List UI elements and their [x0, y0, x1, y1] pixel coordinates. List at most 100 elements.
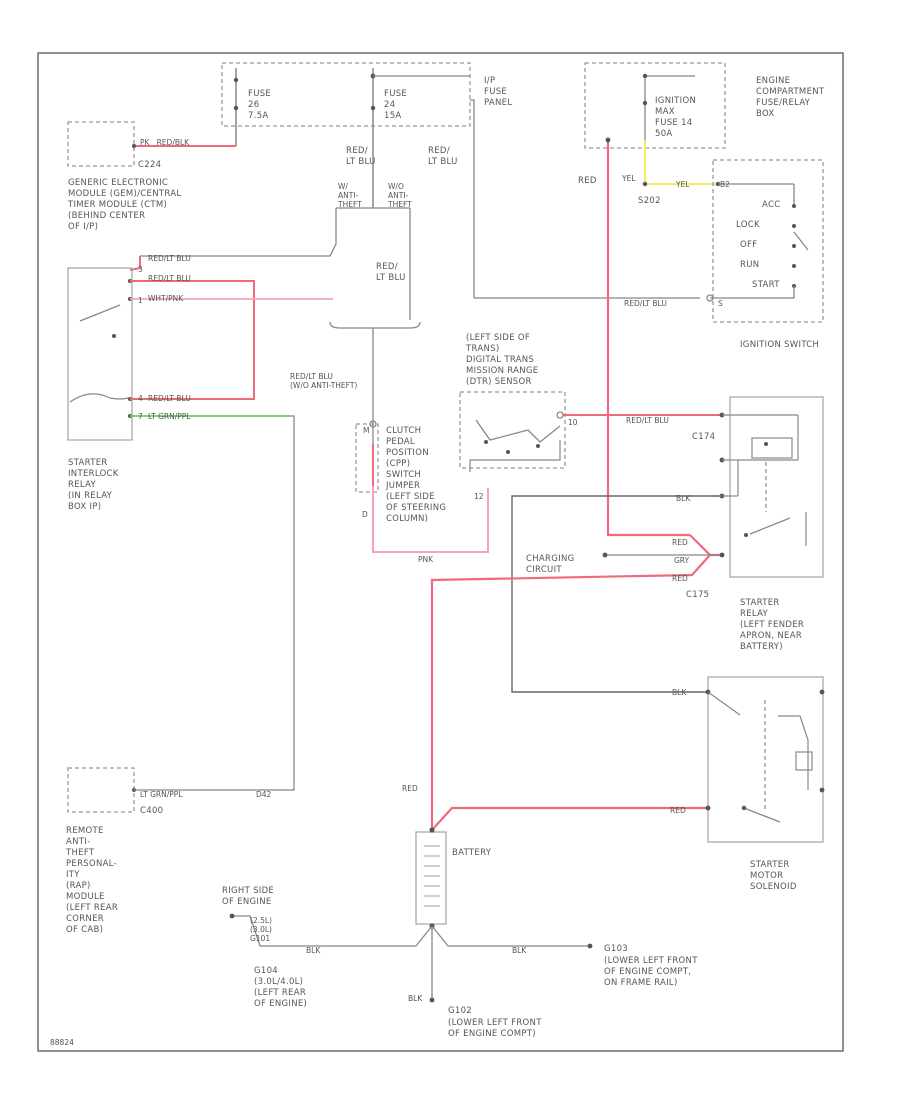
relay-coil: [751, 437, 793, 459]
gem-box: [67, 121, 135, 167]
relay-to-battery-red: [430, 554, 711, 830]
ground-g1-label: RIGHT SIDE OF ENGINE: [222, 886, 275, 907]
dtr-contact: [475, 419, 561, 443]
fuse-24-bot-dot: [370, 105, 376, 111]
interlock-pin-4: 4: [138, 394, 143, 403]
solenoid-wire-red: RED: [670, 806, 686, 815]
interlock-coil-dot: [112, 334, 116, 338]
main-red-feed: [606, 140, 690, 537]
battery-to-solenoid-red: [431, 806, 708, 831]
ground-g103-dot: [587, 943, 593, 949]
relay-wire-red-2: RED: [672, 574, 688, 583]
charging-dot: [602, 552, 608, 558]
relay-red-x1: [689, 534, 720, 557]
dtr-dot-2: [506, 450, 510, 454]
relay-red-dot: [719, 552, 725, 558]
solenoid-contact-dot: [741, 805, 747, 811]
interlock-feed-red: [129, 256, 141, 271]
gem-label: GENERIC ELECTRONIC MODULE (GEM)/CENTRAL …: [68, 178, 182, 232]
ip-wire-red-lt-blu-c: RED/ LT BLU: [376, 262, 406, 283]
ign-pos-acc: ACC: [762, 200, 781, 210]
ign-pin-s: S: [718, 299, 723, 308]
ground-g1-tag: (2.5L) (3.0L) G101: [250, 916, 272, 943]
relay-contact: [749, 517, 791, 535]
rap-module-label: REMOTE ANTI- THEFT PERSONAL- ITY (RAP) M…: [66, 826, 119, 935]
solenoid-motor: [795, 751, 813, 771]
w-anti-theft-route: [140, 222, 337, 257]
relay-wire-red-1: RED: [672, 538, 688, 547]
fuse-26-top-dot: [233, 77, 239, 83]
ign-pos-run: RUN: [740, 260, 760, 270]
ground-g3-label: (LOWER LEFT FRONT OF ENGINE COMPT, ON FR…: [604, 956, 698, 988]
relay-contact-dot: [744, 533, 748, 537]
interlock-wire-2: RED/LT BLU: [148, 274, 191, 283]
interlock-pin-1: 1: [138, 296, 143, 305]
interlock-red-loop: [130, 280, 255, 400]
s202-dot: [642, 181, 648, 187]
fuse-26-label: FUSE 26 7.5A: [248, 89, 272, 121]
ign-pin-b2: B2: [720, 180, 730, 189]
wo-anti-theft-label: W/O ANTI- THEFT: [388, 182, 412, 209]
ground-g103: [431, 925, 590, 947]
gem-pin: [132, 144, 136, 148]
starter-relay-box: [729, 396, 824, 578]
interlock-coil: [69, 393, 129, 403]
ground-g2-label: G104 (3.0L/4.0L) (LEFT REAR OF ENGINE): [254, 966, 308, 1009]
relay-wire-gry: GRY: [674, 556, 690, 565]
ign-off-dot: [792, 244, 796, 248]
diagram-border: [37, 52, 844, 1052]
dtr-dot-3: [536, 444, 540, 448]
ign-s-pin: [706, 294, 714, 302]
solenoid-contact-b: [743, 807, 781, 823]
solenoid-contact-a: [707, 691, 741, 716]
ip-wire-red-lt-blu-b: RED/ LT BLU: [428, 146, 458, 167]
ground-g102-dot: [429, 997, 435, 1003]
relay-to-solenoid-blk: [511, 495, 722, 693]
relay-wire-blk: BLK: [676, 494, 691, 503]
relay-connector-c174: C174: [692, 432, 716, 442]
ign-wiper: [793, 231, 809, 251]
ip-wire-red-lt-blu-a: RED/ LT BLU: [346, 146, 376, 167]
interlock-wire-3: WHT/PNK: [148, 294, 184, 303]
clutch-to-dtr-pnk: [372, 486, 489, 553]
ecfrb-label: ENGINE COMPARTMENT FUSE/RELAY BOX: [756, 76, 825, 119]
ign-start-out: [710, 286, 795, 299]
clutch-pin-m: M: [363, 426, 370, 435]
footer-code: 88824: [50, 1038, 74, 1047]
ign-fuse-top-dot: [642, 73, 648, 79]
ip-wire-yel-a: YEL: [622, 174, 636, 183]
interlock-wire-5: LT GRN/PPL: [148, 412, 191, 421]
fuse-26-bot-dot: [233, 105, 239, 111]
solenoid-wire-blk: BLK: [672, 688, 687, 697]
dtr-pin-12: 12: [474, 492, 484, 501]
ip-fuse-panel-box: [221, 62, 471, 127]
ground-g101: [232, 915, 433, 947]
ign-pos-lock: LOCK: [736, 220, 760, 230]
rap-pin-label: D42: [256, 790, 272, 799]
interlock-wire-1: RED/LT BLU: [148, 254, 191, 263]
solenoid-coil-wire: [778, 715, 809, 790]
ign-lock-dot: [792, 224, 796, 228]
battery-label: BATTERY: [452, 848, 492, 858]
dtr-pin-10: 10: [568, 418, 578, 427]
ground-g101-dot: [229, 913, 235, 919]
battery-wire-red: RED: [402, 784, 418, 793]
clutch-box: [355, 423, 379, 493]
interlock-contact: [79, 304, 121, 322]
solenoid-box: [707, 676, 824, 843]
ip-to-ignition: [470, 99, 700, 299]
w-anti-theft-label: W/ ANTI- THEFT: [338, 182, 362, 209]
solenoid-dot-2: [819, 787, 825, 793]
gem-wire-label: PK RED/BLK: [140, 138, 190, 147]
ground-g4-label: (LOWER LEFT FRONT OF ENGINE COMPT): [448, 1018, 542, 1039]
relay-coil-dot: [764, 442, 768, 446]
dtr-return: [469, 440, 561, 472]
interlock-relay-label: STARTER INTERLOCK RELAY (IN RELAY BOX IP…: [68, 458, 119, 512]
interlock-wire-4: RED/LT BLU: [148, 394, 191, 403]
solenoid-label: STARTER MOTOR SOLENOID: [750, 860, 797, 892]
ign-run-dot: [792, 264, 796, 268]
ign-fuse-bot-dot: [642, 100, 648, 106]
gem-connector: C224: [138, 160, 162, 170]
ground-g3-tag: G103: [604, 944, 629, 954]
